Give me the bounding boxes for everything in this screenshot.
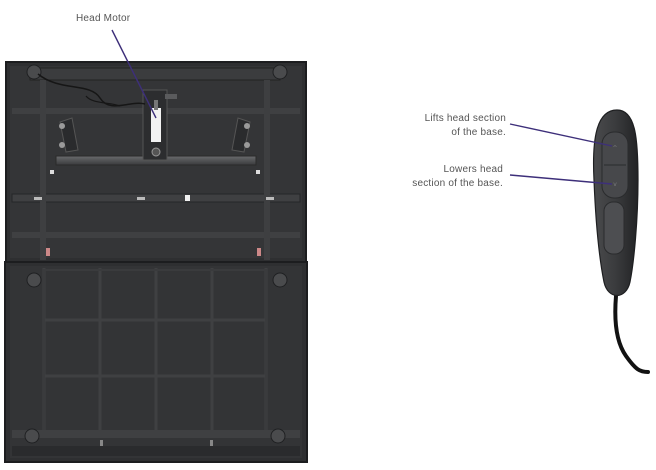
lower-head-label: Lowers head section of the base. xyxy=(412,163,503,191)
head-motor xyxy=(142,89,177,161)
lower-leader-line xyxy=(509,174,613,185)
head-motor-label-text: Head Motor xyxy=(76,13,131,24)
head-section-panel xyxy=(5,61,307,263)
lower-head-label-line2: section of the base. xyxy=(412,178,503,189)
head-motor-label: Head Motor xyxy=(76,12,130,26)
lift-head-label: Lifts head section of the base. xyxy=(425,112,506,140)
adjustable-bed-base xyxy=(4,61,308,463)
lift-leader-line xyxy=(509,123,613,147)
lift-head-label-line2: of the base. xyxy=(451,127,506,138)
lower-head-label-line1: Lowers head xyxy=(443,164,503,175)
foot-section-panel xyxy=(4,261,308,463)
wired-remote: ^ v xyxy=(592,109,650,374)
lower-arrow-icon: v xyxy=(613,181,617,188)
remote-cable xyxy=(613,294,650,374)
lift-arrow-icon: ^ xyxy=(612,145,617,152)
head-motor-leader-line xyxy=(111,29,157,119)
lift-head-label-line1: Lifts head section xyxy=(424,113,506,124)
remote-lower-button xyxy=(603,201,625,255)
